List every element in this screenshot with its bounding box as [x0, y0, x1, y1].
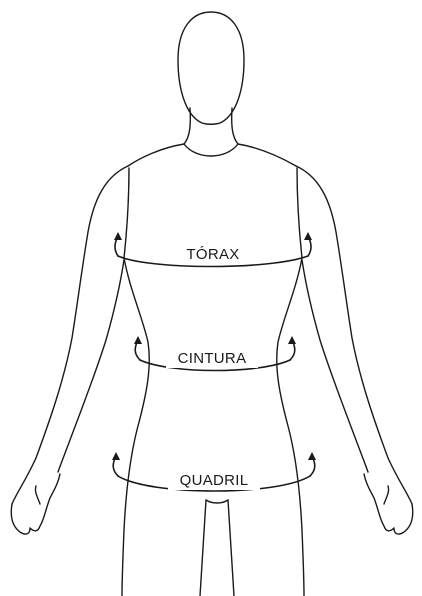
chest-arrowhead-right	[304, 232, 312, 240]
hip-arrowhead-left	[112, 452, 120, 460]
right-arm-outer	[296, 166, 412, 504]
neck-left	[184, 108, 190, 144]
chest-arrowhead-left	[114, 232, 122, 240]
left-arm-outer	[12, 166, 128, 504]
waist-label: CINTURA	[178, 350, 247, 367]
left-arm-inner	[58, 260, 124, 472]
waist-arrowhead-left	[134, 336, 142, 344]
waist-arrowhead-right	[288, 336, 296, 344]
torso-right-side	[277, 258, 304, 596]
chest-measurement: TÓRAX	[114, 232, 312, 267]
right-hand	[364, 474, 413, 534]
neck-right	[232, 108, 238, 144]
torso-left-side	[122, 258, 149, 596]
shoulder-left	[128, 144, 184, 166]
waist-measurement: CINTURA	[134, 336, 296, 371]
hip-arrowhead-right	[308, 452, 316, 460]
inner-leg-left	[200, 500, 206, 596]
head-outline	[178, 12, 244, 124]
armhole-left	[124, 168, 129, 258]
chest-label: TÓRAX	[186, 246, 239, 263]
inner-leg-right	[228, 500, 234, 596]
shoulder-right	[238, 144, 296, 166]
left-hand	[11, 474, 60, 534]
neckline	[184, 144, 238, 156]
crotch	[206, 500, 228, 503]
hip-label: QUADRIL	[180, 472, 249, 489]
hip-measurement: QUADRIL	[112, 452, 316, 491]
armhole-right	[297, 168, 302, 258]
